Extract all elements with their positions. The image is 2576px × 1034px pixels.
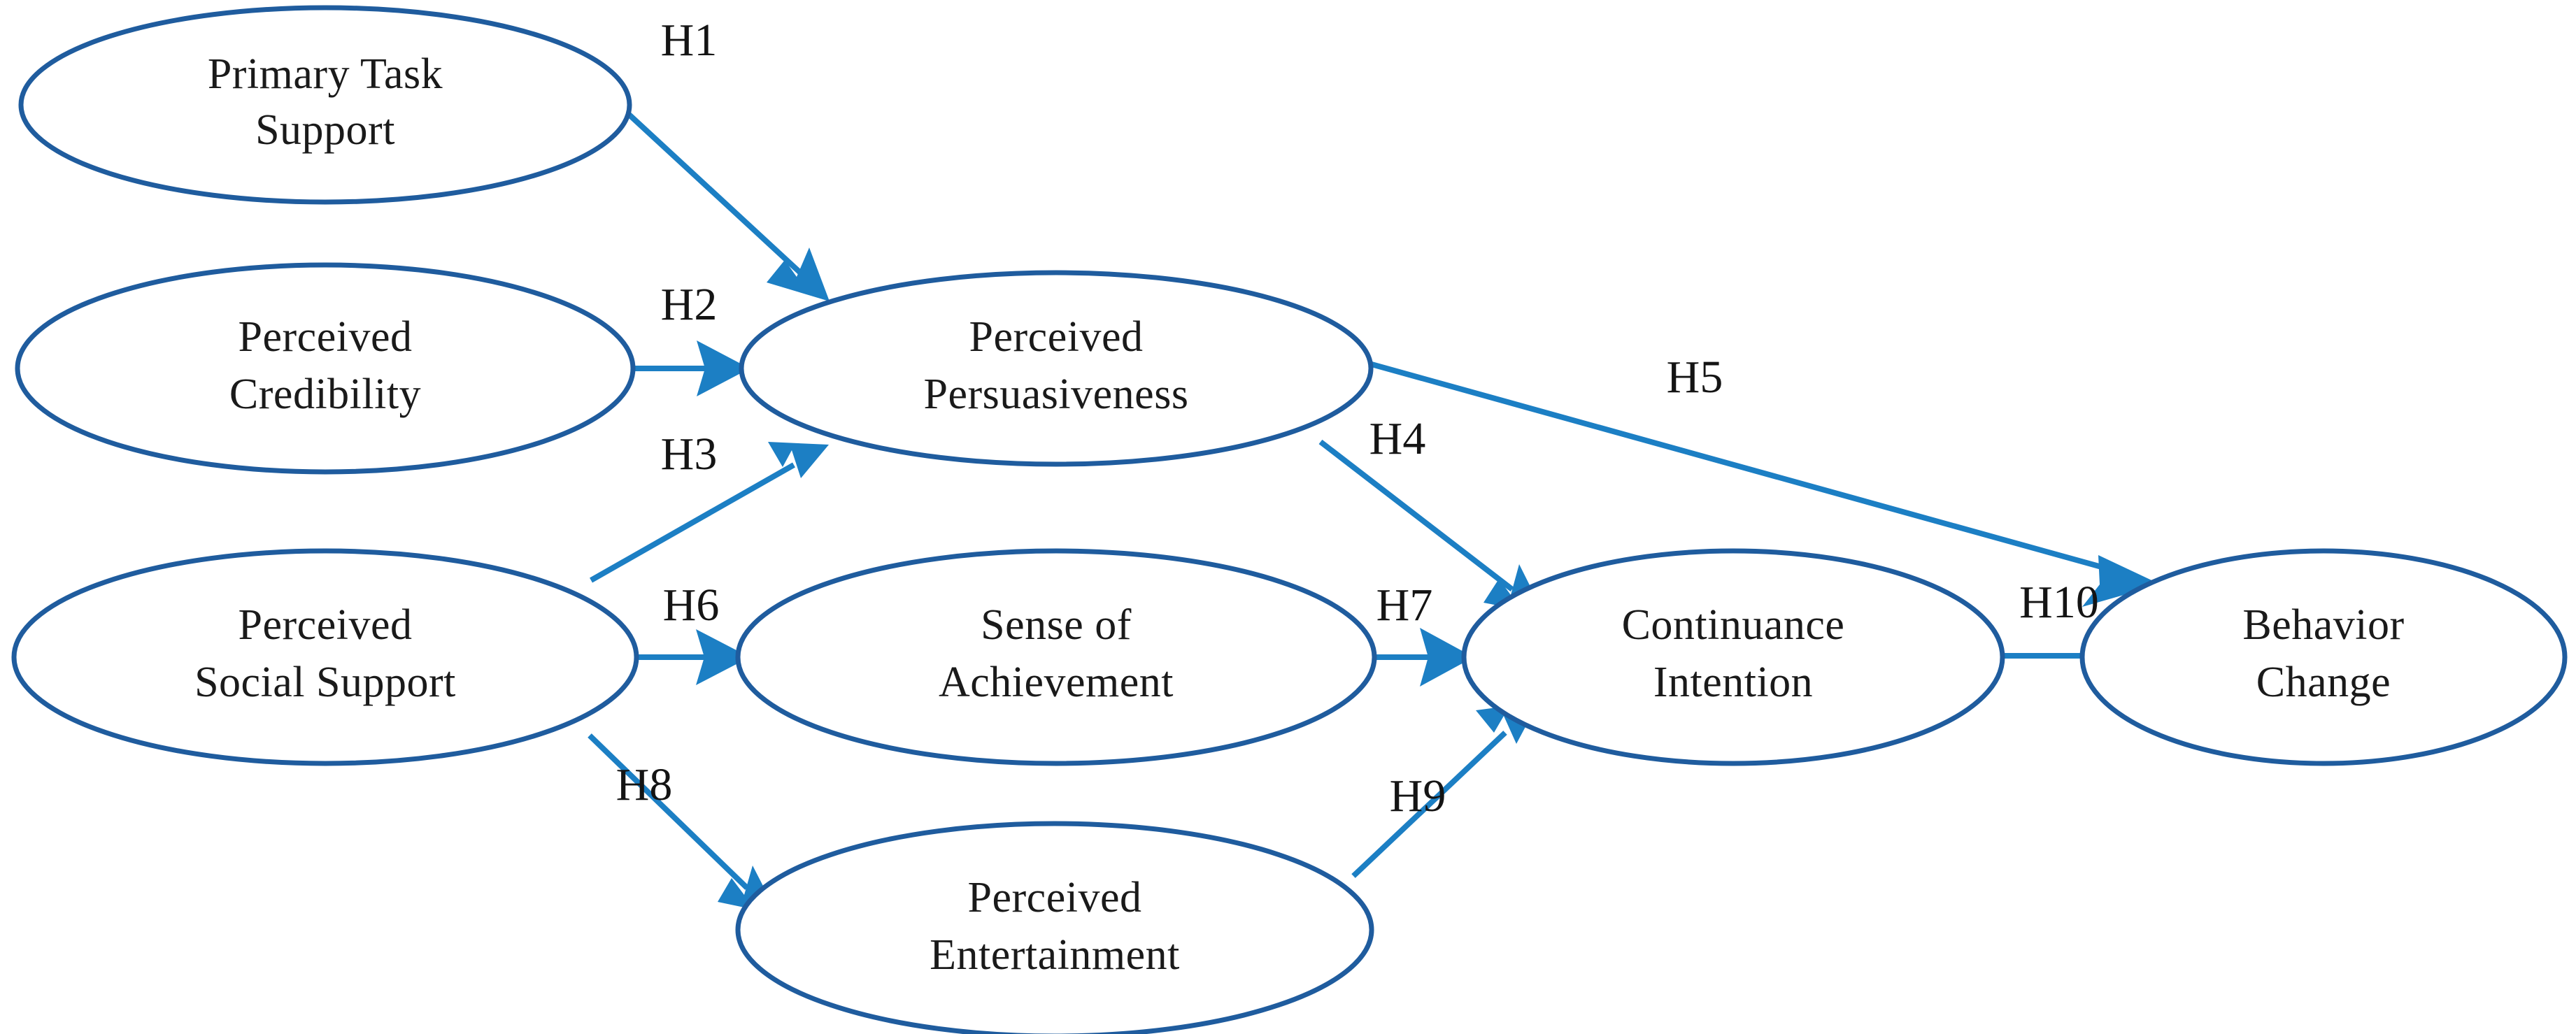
node-behavior-change-label-line1: Behavior bbox=[2242, 601, 2404, 649]
edge-h1-arrowhead bbox=[767, 247, 830, 301]
edge-h3[interactable] bbox=[590, 442, 829, 583]
node-perceived-persuasiveness[interactable]: Perceived Persuasiveness bbox=[739, 270, 1374, 467]
edge-h3-arrowhead bbox=[768, 442, 829, 478]
node-primary-task-support-label-line2: Support bbox=[255, 106, 395, 154]
node-perceived-social-support[interactable]: Perceived Social Support bbox=[11, 548, 639, 766]
edge-h8-line bbox=[588, 733, 749, 890]
node-perceived-social-support-shape bbox=[11, 548, 639, 766]
node-perceived-credibility-label-line1: Perceived bbox=[239, 313, 413, 361]
edge-label-h7: H7 bbox=[1376, 580, 1433, 631]
node-primary-task-support[interactable]: Primary Task Support bbox=[18, 5, 632, 205]
node-continuance-intention-label-line1: Continuance bbox=[1622, 601, 1845, 649]
edge-label-h8: H8 bbox=[616, 759, 673, 810]
edge-h7-arrowhead bbox=[1420, 628, 1474, 687]
node-behavior-change-shape bbox=[2079, 548, 2568, 766]
edge-label-h3: H3 bbox=[661, 429, 718, 480]
node-sense-of-achievement-label-line2: Achievement bbox=[939, 659, 1174, 706]
edge-h9-line bbox=[1351, 731, 1507, 878]
node-perceived-entertainment-shape bbox=[735, 821, 1374, 1034]
node-perceived-social-support-label-line1: Perceived bbox=[239, 601, 413, 649]
edge-label-h10: H10 bbox=[2019, 577, 2099, 628]
edge-label-h4: H4 bbox=[1369, 413, 1426, 464]
node-continuance-intention[interactable]: Continuance Intention bbox=[1461, 548, 2005, 766]
node-perceived-credibility-label-line2: Credibility bbox=[229, 371, 421, 418]
edge-h3-line bbox=[590, 462, 795, 583]
edge-h2-arrowhead bbox=[697, 340, 750, 396]
node-continuance-intention-label-line2: Intention bbox=[1653, 659, 1813, 706]
node-behavior-change-label-line2: Change bbox=[2256, 659, 2391, 706]
edge-h5-line bbox=[1350, 356, 2121, 575]
node-sense-of-achievement[interactable]: Sense of Achievement bbox=[735, 548, 1377, 766]
node-perceived-social-support-label-line2: Social Support bbox=[194, 659, 456, 706]
edge-h5-arrowhead bbox=[2082, 555, 2161, 607]
edge-h6[interactable] bbox=[633, 629, 750, 685]
node-primary-task-support-shape bbox=[18, 5, 632, 205]
edge-label-h2: H2 bbox=[661, 279, 718, 330]
node-sense-of-achievement-shape bbox=[735, 548, 1377, 766]
edge-h2[interactable] bbox=[628, 340, 750, 396]
node-perceived-persuasiveness-label-line1: Perceived bbox=[969, 313, 1144, 361]
edge-label-h5: H5 bbox=[1667, 352, 1723, 403]
edge-h1[interactable] bbox=[622, 108, 830, 301]
node-perceived-credibility-shape bbox=[15, 262, 636, 475]
node-sense-of-achievement-label-line1: Sense of bbox=[981, 601, 1132, 649]
edge-h5[interactable] bbox=[1350, 356, 2161, 607]
node-perceived-entertainment-label-line2: Entertainment bbox=[930, 931, 1180, 979]
edge-h6-arrowhead bbox=[696, 629, 750, 685]
edge-h7[interactable] bbox=[1372, 628, 1474, 687]
node-perceived-entertainment-label-line1: Perceived bbox=[968, 874, 1142, 921]
edge-label-h9: H9 bbox=[1390, 770, 1446, 821]
node-behavior-change[interactable]: Behavior Change bbox=[2079, 548, 2568, 766]
edge-label-h6: H6 bbox=[663, 580, 720, 631]
edge-h9[interactable] bbox=[1351, 702, 1539, 878]
edge-h1-line bbox=[622, 108, 810, 282]
node-primary-task-support-label-line1: Primary Task bbox=[208, 50, 443, 98]
edge-h4-line bbox=[1318, 439, 1514, 592]
node-perceived-persuasiveness-shape bbox=[739, 270, 1374, 467]
node-perceived-entertainment[interactable]: Perceived Entertainment bbox=[735, 821, 1374, 1034]
node-perceived-persuasiveness-label-line2: Persuasiveness bbox=[924, 371, 1189, 418]
node-continuance-intention-shape bbox=[1461, 548, 2005, 766]
edge-label-h1: H1 bbox=[661, 15, 718, 66]
node-perceived-credibility[interactable]: Perceived Credibility bbox=[15, 262, 636, 475]
